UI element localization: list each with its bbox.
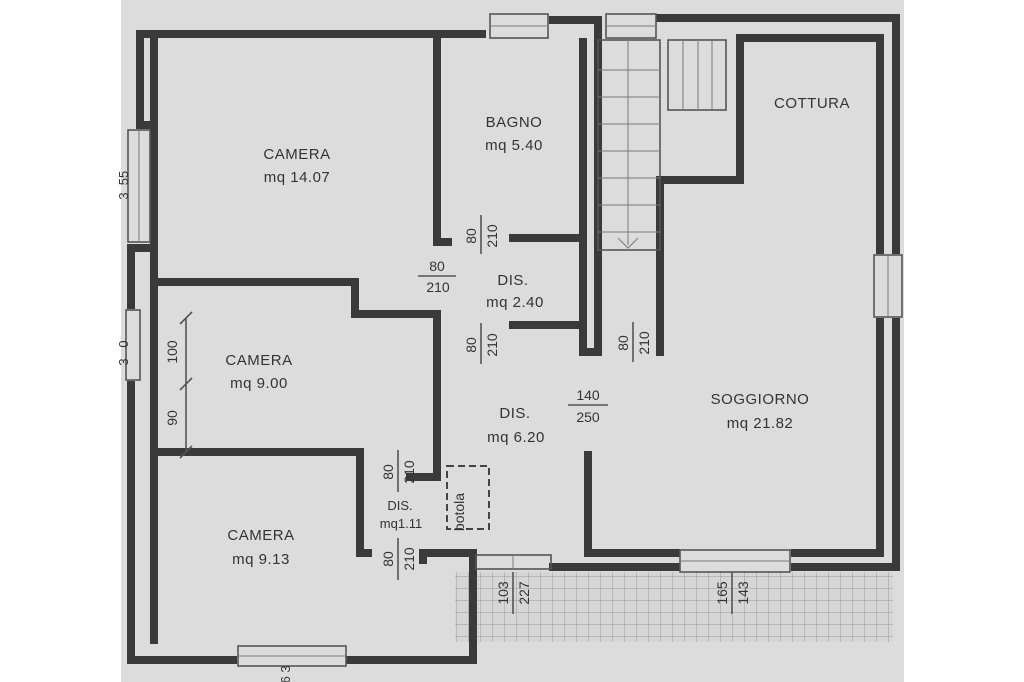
door-stair-width: 80 (615, 335, 631, 351)
camera-bottom-area: mq 9.13 (232, 551, 290, 568)
door-dis-small: 80 210 (463, 323, 500, 364)
windows (125, 13, 903, 667)
arch-soggiorno-width: 140 (576, 387, 600, 403)
window-entry-width: 103 (495, 581, 511, 605)
dis-tiny-area: mq1.11 (380, 516, 422, 531)
door-stair-height: 210 (636, 331, 652, 355)
wall-dim-lower: 90 (164, 410, 180, 426)
outer-walls (127, 14, 900, 664)
edge-fragment-left-a: 55 (116, 171, 131, 185)
dis-tiny-name: DIS. (387, 498, 412, 513)
door-camera-bottom-height: 210 (401, 547, 417, 571)
edge-fragment-left-c: 0 (116, 340, 131, 347)
soggiorno-name: SOGGIORNO (711, 391, 810, 408)
dis-small-area: mq 2.40 (486, 294, 544, 311)
camera-bottom-name: CAMERA (227, 527, 294, 544)
interior-walls (150, 30, 884, 644)
edge-fragment-bottom: 96 3 (278, 665, 293, 682)
door-camera-mid-height: 210 (401, 460, 417, 484)
door-camera-mid-width: 80 (380, 464, 396, 480)
soggiorno-area: mq 21.82 (727, 415, 794, 432)
dis-main-area: mq 6.20 (487, 429, 545, 446)
door-camera-top-width: 80 (429, 258, 445, 274)
wall-dim-upper: 100 (164, 340, 180, 364)
wall-dimension (179, 311, 193, 459)
botola-label: botola (451, 493, 467, 531)
staircase (597, 39, 727, 251)
botola-hatch (446, 465, 490, 530)
camera-mid-area: mq 9.00 (230, 375, 288, 392)
dis-small-name: DIS. (497, 272, 528, 289)
bagno-area: mq 5.40 (485, 137, 543, 154)
cottura-name: COTTURA (774, 95, 850, 112)
bagno-name: BAGNO (486, 114, 543, 131)
dis-main-name: DIS. (499, 405, 530, 422)
door-camera-bottom: 80 210 (380, 538, 417, 580)
edge-fragment-left-b: 3 (116, 192, 131, 199)
door-bagno-width: 80 (463, 228, 479, 244)
camera-top-name: CAMERA (263, 146, 330, 163)
arch-soggiorno: 140 250 (568, 387, 608, 425)
edge-fragment-left-d: 3 (116, 358, 131, 365)
door-camera-bottom-width: 80 (380, 551, 396, 567)
window-soggiorno-height: 143 (735, 581, 751, 605)
door-stair: 80 210 (615, 322, 652, 362)
window-soggiorno-width: 165 (714, 581, 730, 605)
door-bagno: 80 210 (463, 215, 500, 254)
door-bagno-height: 210 (484, 224, 500, 248)
door-camera-top: 80 210 (418, 258, 456, 295)
terrace-tiles (455, 572, 893, 642)
arch-soggiorno-height: 250 (576, 409, 600, 425)
door-camera-mid: 80 210 (380, 450, 417, 492)
door-dis-small-height: 210 (484, 333, 500, 357)
window-soggiorno: 165 143 (714, 572, 751, 614)
window-entry-height: 227 (516, 581, 532, 605)
camera-top-area: mq 14.07 (264, 169, 331, 186)
window-entry: 103 227 (495, 572, 532, 614)
door-camera-top-height: 210 (426, 279, 450, 295)
camera-mid-name: CAMERA (225, 352, 292, 369)
door-dis-small-width: 80 (463, 337, 479, 353)
